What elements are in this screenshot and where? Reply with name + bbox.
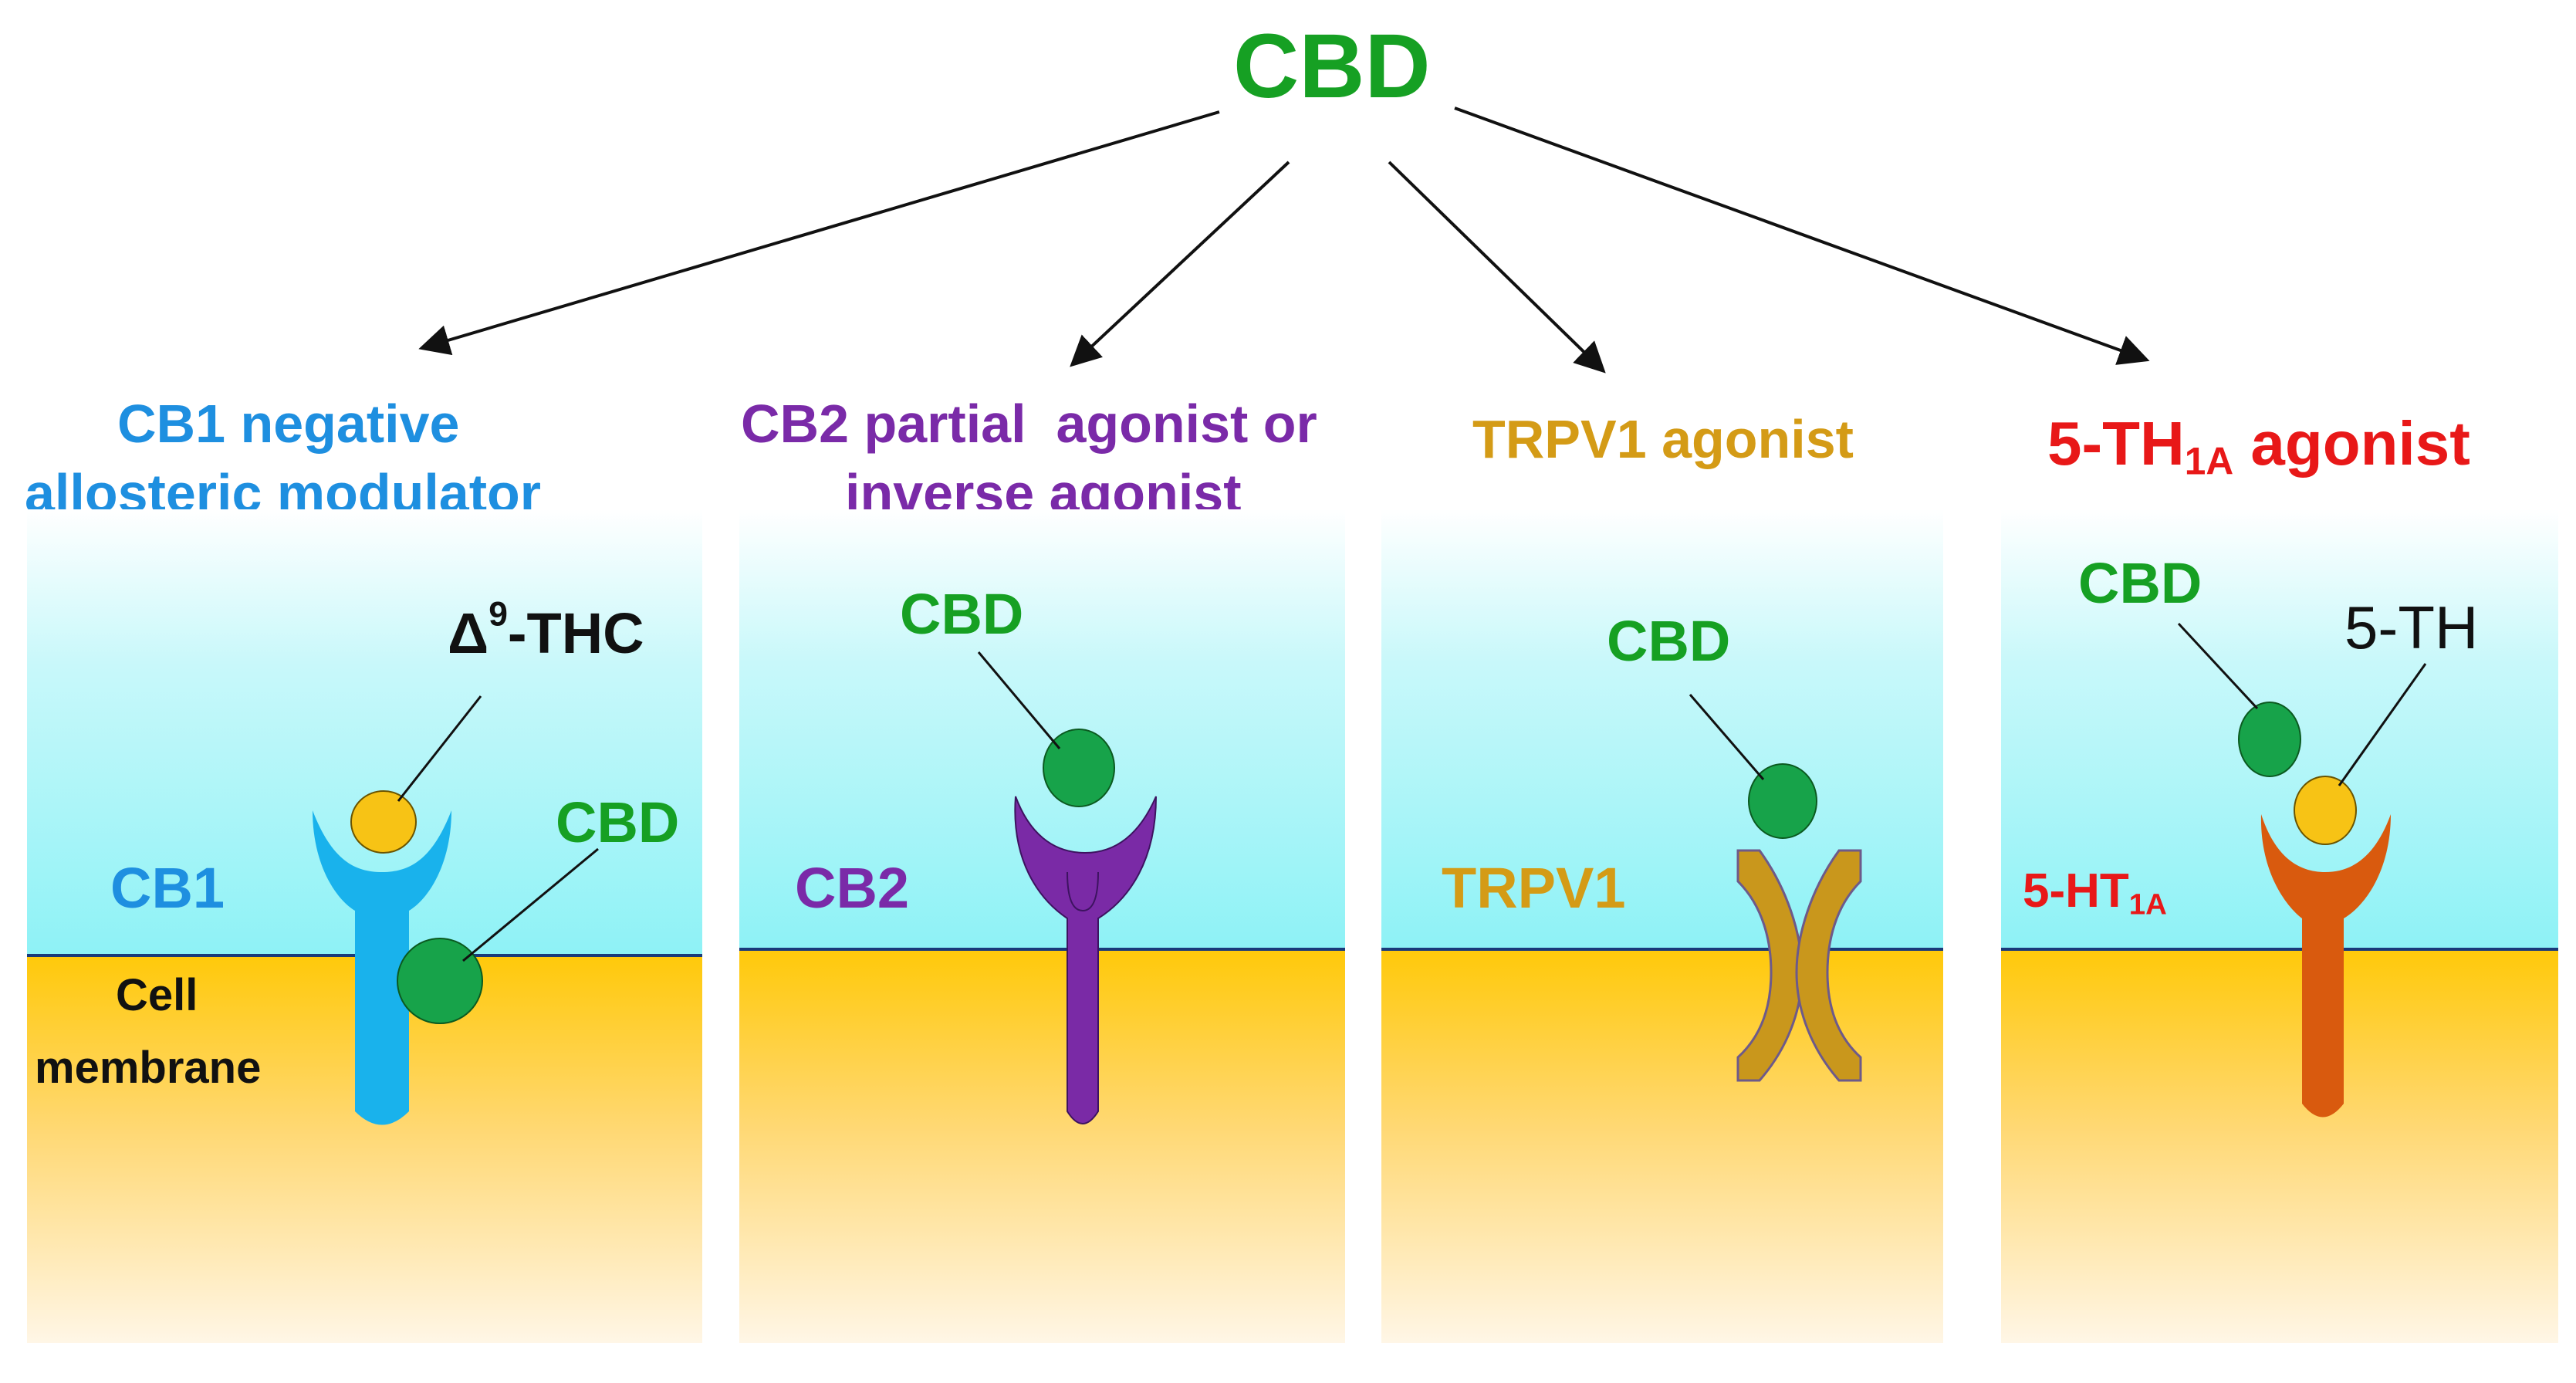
5ht-pointer-line [2338, 663, 2427, 786]
membrane-label-line1: Cell [116, 970, 198, 1020]
panel-trpv1-background [1381, 509, 1943, 1343]
thc-label: Δ9-THC [448, 595, 644, 665]
trpv1-cbd-ligand [1748, 763, 1817, 839]
arrow-to-5ht [1454, 107, 2150, 365]
thc-pointer-line [397, 695, 482, 802]
cb2-receptor [1014, 796, 1157, 1124]
5ht1a-cbd-pointer-line [2177, 622, 2259, 710]
heading-trpv1: TRPV1 agonist [1472, 409, 1854, 469]
cb1-cbd-pointer-line [462, 847, 599, 962]
trpv1-channel-left [1736, 849, 1804, 1082]
trpv1-receptor-label: TRPV1 [1442, 856, 1626, 920]
heading-cb2-line1: CB2 partial agonist or [741, 394, 1317, 454]
panel-cb2: CBD CB2 [739, 509, 1345, 1343]
trpv1-cbd-label: CBD [1607, 609, 1731, 673]
panel-cb1: Δ9-THC CBD CB1 Cell membrane [27, 509, 702, 1343]
cb1-receptor-label: CB1 [110, 856, 225, 920]
cb1-receptor [313, 810, 451, 1125]
thc-ligand [350, 790, 417, 854]
heading-cb1-line1: CB1 negative [117, 394, 460, 454]
5ht-ligand-label: 5-TH [2344, 593, 2479, 661]
panel-5ht1a: CBD 5-TH 5-HT1A [2001, 509, 2558, 1343]
cb2-cbd-label: CBD [900, 582, 1024, 646]
heading-5ht: 5-TH1A agonist [2047, 409, 2470, 483]
5ht1a-cbd-ligand [2238, 702, 2301, 777]
panel-trpv1: CBD TRPV1 [1381, 509, 1943, 1343]
trpv1-cbd-pointer-line [1689, 694, 1765, 780]
diagram-title: CBD [1233, 15, 1431, 117]
cb2-cbd-ligand [1043, 729, 1115, 807]
membrane-label-line2: membrane [35, 1043, 262, 1093]
cb1-cbd-label: CBD [556, 790, 680, 854]
5ht1a-cbd-label: CBD [2078, 551, 2202, 615]
arrow-to-cb1 [418, 110, 1220, 356]
cb2-cbd-pointer-line [977, 651, 1061, 749]
5ht-ligand [2294, 776, 2357, 845]
trpv1-channel-right [1795, 849, 1862, 1082]
arrow-to-trpv1 [1388, 161, 1606, 374]
5ht1a-receptor [2260, 814, 2391, 1118]
cb2-receptor-label: CB2 [795, 856, 910, 920]
arrow-to-cb2 [1070, 161, 1290, 367]
cb1-cbd-ligand [397, 938, 483, 1024]
5ht1a-receptor-label: 5-HT1A [2023, 864, 2167, 921]
